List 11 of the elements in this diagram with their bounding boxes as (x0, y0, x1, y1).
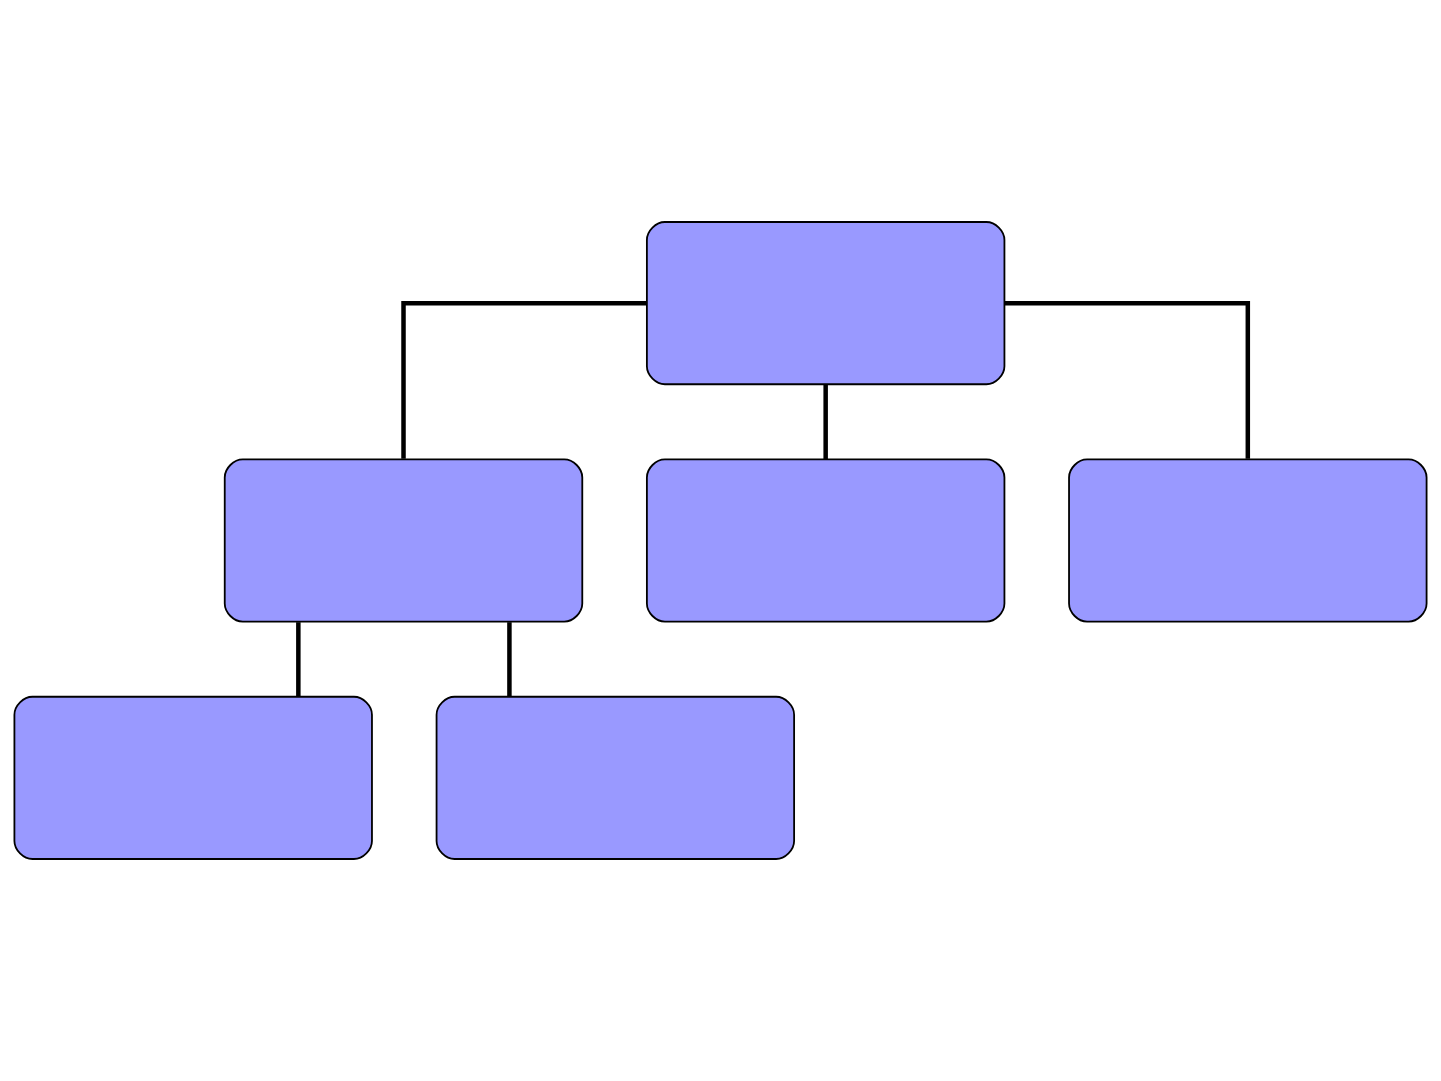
node-box (435, 695, 795, 860)
node-box (646, 221, 1006, 386)
connector (296, 622, 301, 697)
connector (1004, 300, 1251, 459)
node-box (223, 458, 584, 623)
node-box (13, 695, 373, 860)
node-box (1068, 458, 1428, 623)
connector (823, 384, 828, 460)
connector (401, 300, 647, 459)
connector (507, 622, 512, 697)
node-box (646, 458, 1006, 623)
